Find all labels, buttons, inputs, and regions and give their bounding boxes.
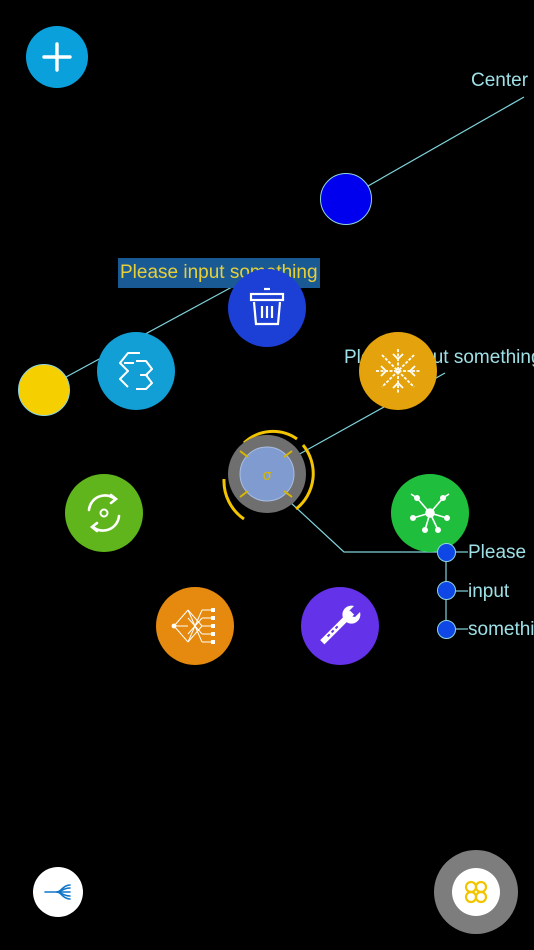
ee-icon [119, 352, 153, 390]
blue-node[interactable] [320, 173, 372, 225]
svg-text:σ: σ [263, 468, 272, 484]
flower-icon [464, 880, 488, 904]
snowflake-icon [376, 349, 420, 393]
snowflake-button[interactable] [359, 332, 437, 410]
fork-button[interactable] [33, 867, 83, 917]
flower-button[interactable] [434, 850, 518, 934]
wrench-button[interactable] [301, 587, 379, 665]
line-center-to-blue-node [367, 96, 525, 187]
central-hub[interactable]: σ [218, 423, 320, 525]
hub-ring: σ [222, 429, 315, 521]
list-item-label-2: input [468, 581, 510, 602]
trash-button[interactable] [228, 269, 306, 347]
list-item-label-3: something [468, 619, 534, 640]
neural-net-icon [171, 608, 215, 644]
center-label: Center [471, 70, 529, 91]
network-button[interactable] [391, 474, 469, 552]
fork-icon [44, 884, 71, 900]
list-node-2[interactable] [437, 581, 456, 600]
network-icon [410, 493, 450, 533]
ee-button[interactable] [97, 332, 175, 410]
list-node-1[interactable] [437, 543, 456, 562]
add-button[interactable] [26, 26, 88, 88]
line-yellow-to-label [65, 286, 233, 378]
list-item-label-1: Please [468, 542, 527, 563]
wrench-icon [320, 605, 361, 645]
refresh-button[interactable] [65, 474, 143, 552]
flower-button-inner [452, 868, 500, 916]
yellow-node[interactable] [18, 364, 70, 416]
neural-net-button[interactable] [156, 587, 234, 665]
plus-icon [42, 42, 72, 72]
list-node-3[interactable] [437, 620, 456, 639]
trash-icon [249, 287, 285, 326]
line-hub-to-list [289, 501, 446, 553]
refresh-icon [87, 493, 121, 533]
